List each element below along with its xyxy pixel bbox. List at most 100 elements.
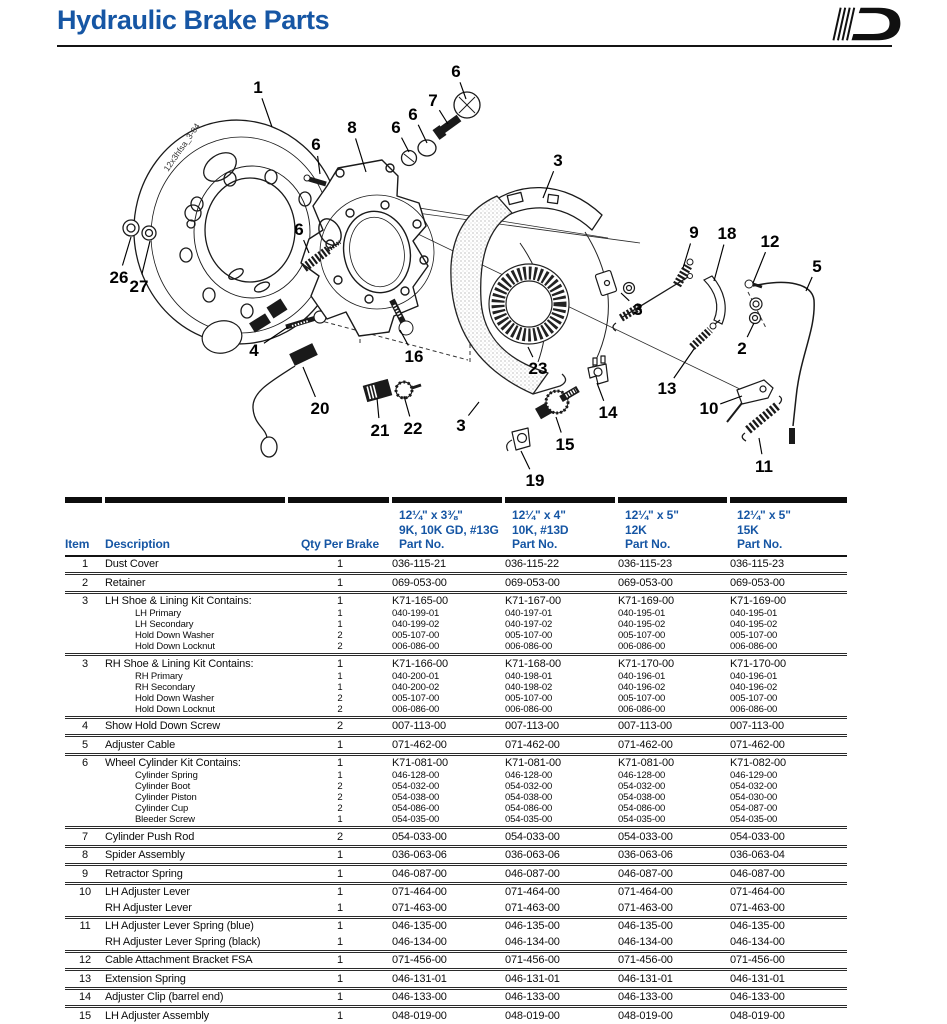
callout-leader [121, 236, 132, 266]
col-header-size-4: 12¼" x 5" 15K Part No. [730, 506, 847, 557]
lever-part-18 [702, 275, 726, 325]
logo-stripes [832, 7, 856, 41]
item-cell [65, 705, 105, 718]
part-no-cell: 036-063-06 [618, 844, 730, 865]
part-no-cell: 040-196-01 [730, 670, 778, 682]
adjuster-spring-part-11 [741, 395, 783, 442]
callout-leader [317, 155, 321, 175]
top-hardware-parts [400, 91, 481, 167]
adjuster-clip-part-14 [587, 355, 609, 385]
item-cell [65, 934, 105, 951]
part-no-cell: 054-035-00 [505, 814, 553, 825]
description-cell: Wheel Cylinder Kit Contains: [105, 752, 288, 771]
item-cell [65, 609, 105, 620]
part-no-cell: 071-462-00 [730, 734, 847, 754]
qty-cell: 1 [288, 572, 392, 592]
part-no-cell: 071-464-00 [392, 881, 505, 900]
qty-cell: 1 [337, 770, 343, 781]
callout-number: 6 [408, 105, 417, 124]
item-cell: 11 [65, 915, 105, 934]
part-no-cell: 040-196-01 [618, 670, 666, 682]
part-no-cell: 071-464-00 [618, 881, 730, 900]
part-no-cell: 046-134-00 [618, 935, 673, 948]
qty-cell: 2 [337, 803, 343, 814]
dust-cover-part [133, 119, 343, 345]
part-no-cell: 006-086-00 [392, 703, 440, 715]
qty-cell: 1 [288, 949, 392, 970]
item-cell [65, 771, 105, 782]
callout-leader [520, 450, 531, 470]
qty-cell: 1 [337, 901, 343, 914]
callout-leader [261, 98, 273, 128]
sensor-wire-part-20 [252, 343, 318, 458]
part-no-cell: 036-063-06 [392, 844, 505, 865]
item-cell [65, 793, 105, 804]
callout-number: 13 [658, 379, 677, 398]
retainer-parts-2 [748, 297, 763, 325]
part-no-cell: 046-134-00 [505, 935, 560, 948]
description-cell: Dust Cover [105, 558, 159, 570]
nut-parts-26-27 [122, 219, 157, 241]
callout-leader [620, 292, 630, 302]
description-cell: Hold Down Washer [135, 692, 215, 704]
description-cell: Extension Spring [105, 968, 288, 988]
part-no-cell: 046-129-00 [730, 770, 778, 781]
item-cell: 2 [65, 572, 105, 592]
part-no-cell: 005-107-00 [505, 692, 553, 704]
qty-cell: 1 [337, 670, 343, 682]
part-no-cell: K71-169-00 [618, 590, 730, 609]
spider-part-8 [300, 159, 435, 337]
callout-number: 3 [553, 151, 562, 170]
item-cell [65, 804, 105, 815]
part-no-cell: 005-107-00 [730, 630, 778, 641]
part-no-cell: 054-033-00 [618, 826, 730, 846]
callout-number: 8 [347, 118, 356, 137]
callout-leader [355, 138, 367, 173]
callout-leader [399, 329, 409, 346]
part-no-cell: 071-456-00 [730, 949, 847, 970]
brake-shoe-top-part-3 [479, 186, 603, 231]
part-no-cell: 040-195-02 [730, 619, 778, 630]
col-header-size-2: 12¼" x 4" 10K, #13D Part No. [505, 506, 618, 557]
item-cell [65, 672, 105, 683]
part-no-cell: 054-087-00 [730, 803, 778, 814]
part-no-cell: 054-032-00 [505, 781, 553, 792]
item-cell: 5 [65, 734, 105, 754]
qty-cell: 1 [337, 608, 343, 619]
callout-number: 6 [451, 62, 460, 81]
callout-leader [263, 326, 289, 344]
qty-cell: 2 [337, 692, 343, 704]
part-no-cell: 046-131-01 [618, 968, 730, 988]
part-no-cell: 046-133-00 [730, 986, 847, 1007]
qty-cell: 1 [288, 734, 392, 754]
item-cell: 9 [65, 863, 105, 883]
part-no-cell: K71-168-00 [505, 653, 618, 672]
parts-table-section: Item Description Qty Per Brake 12¼" x 3⅜… [65, 497, 847, 1024]
part-no-cell: 005-107-00 [730, 692, 778, 704]
part-no-cell: 071-456-00 [392, 949, 505, 970]
qty-cell: 1 [288, 1005, 392, 1024]
qty-cell: 1 [337, 935, 343, 948]
col-header-item: Item [65, 506, 105, 557]
part-no-cell: 046-133-00 [505, 986, 618, 1007]
brand-logo [832, 7, 901, 41]
callout-number: 12 [761, 232, 780, 251]
qty-cell: 1 [288, 881, 392, 900]
part-no-cell: 054-032-00 [618, 781, 666, 792]
part-no-cell: 054-035-00 [618, 814, 666, 825]
cylinder-parts-21-22 [362, 378, 422, 403]
part-no-cell: 069-053-00 [392, 572, 505, 592]
part-no-cell: K71-165-00 [392, 590, 505, 609]
part-no-cell: K71-166-00 [392, 653, 505, 672]
callout-leader [596, 382, 605, 401]
part-no-cell: 054-033-00 [505, 826, 618, 846]
item-cell: 12 [65, 949, 105, 970]
adjuster-cable-part-5 [752, 281, 815, 444]
description-cell: Cylinder Piston [135, 792, 197, 803]
part-no-cell: 048-019-00 [505, 1005, 618, 1024]
